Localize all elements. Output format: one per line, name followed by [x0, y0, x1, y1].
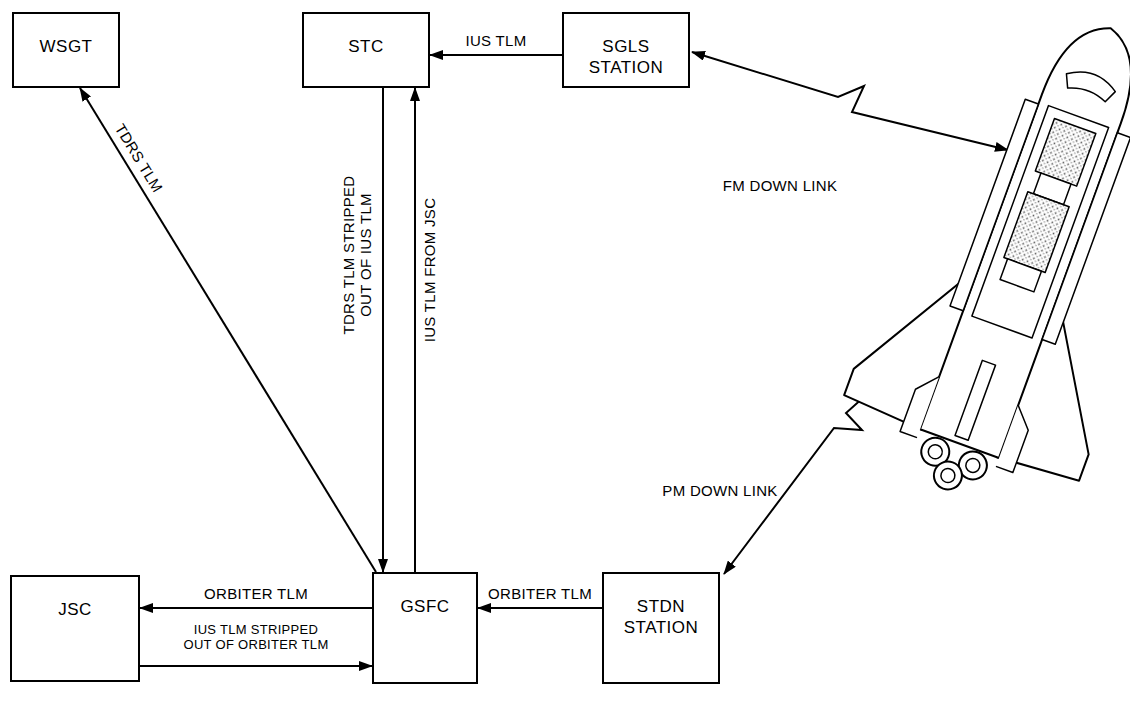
- station-box: SGLS STATION: [562, 12, 690, 88]
- telemetry-link: [478, 607, 602, 609]
- box-label: GSFC: [400, 596, 449, 617]
- link-label: IUS TLM FROM JSC: [421, 196, 438, 345]
- fm-downlink: [692, 52, 1008, 150]
- telemetry-link: [430, 54, 562, 56]
- downlink-label: FM DOWN LINK: [721, 177, 839, 194]
- box-label: SGLS STATION: [570, 36, 682, 78]
- station-box: GSFC: [372, 572, 478, 684]
- link-label: ORBITER TLM: [486, 585, 594, 602]
- link-label: ORBITER TLM: [202, 585, 310, 602]
- box-label: STC: [348, 36, 384, 57]
- station-box: JSC: [10, 575, 140, 682]
- box-label: STDN STATION: [610, 596, 712, 638]
- orbiter: [826, 0, 1130, 531]
- downlink-label: PM DOWN LINK: [660, 482, 779, 499]
- box-label: JSC: [58, 599, 92, 620]
- link-label: TDRS TLM STRIPPED OUT OF IUS TLM: [340, 161, 374, 350]
- telemetry-link: [414, 88, 416, 572]
- telemetry-link: [382, 88, 384, 572]
- telemetry-link: [140, 607, 372, 609]
- link-label: IUS TLM: [463, 32, 528, 49]
- telemetry-link: [140, 665, 372, 667]
- box-label: WSGT: [40, 36, 93, 57]
- station-box: STDN STATION: [602, 572, 720, 684]
- telemetry-link: [80, 88, 376, 572]
- station-box: WSGT: [12, 12, 120, 88]
- link-label: IUS TLM STRIPPED OUT OF ORBITER TLM: [181, 622, 331, 652]
- station-box: STC: [302, 12, 430, 88]
